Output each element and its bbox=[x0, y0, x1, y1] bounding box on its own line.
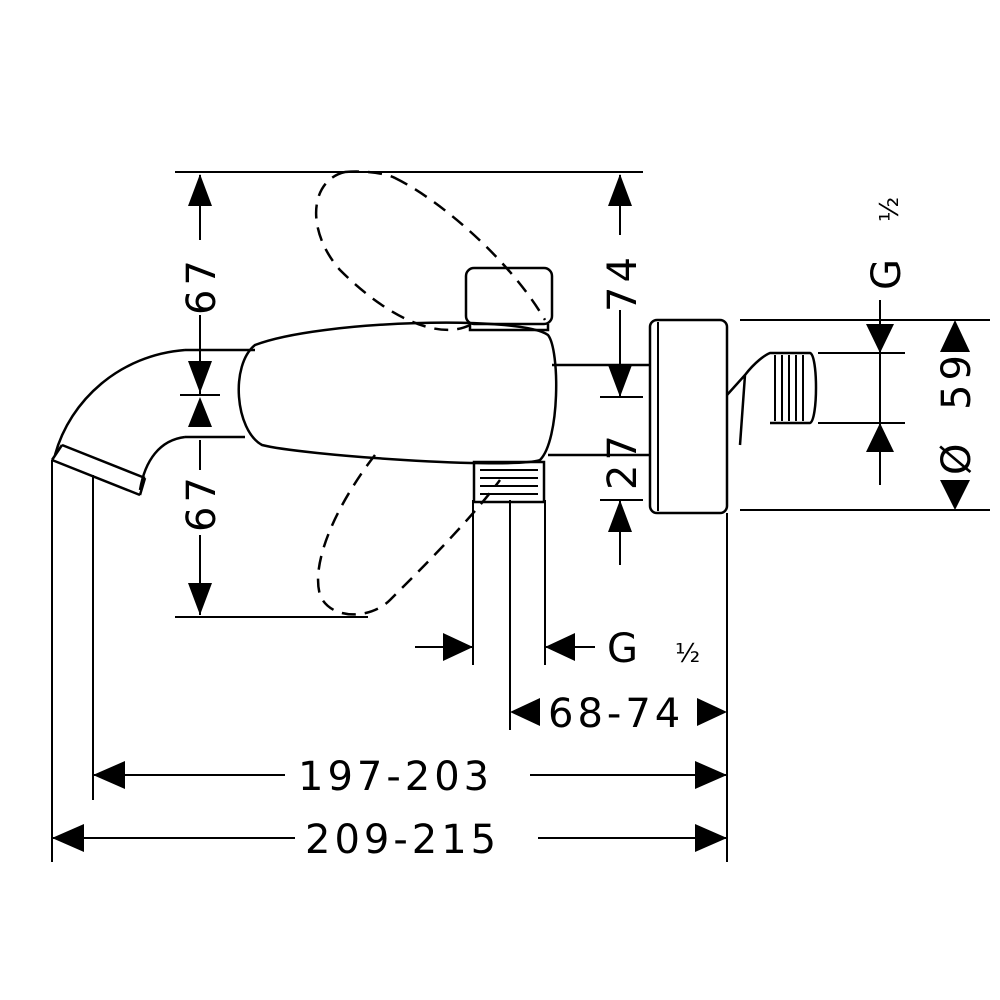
handle-position-down bbox=[316, 454, 501, 616]
diameter-symbol: Ø bbox=[934, 440, 980, 475]
thread-size-top: ½ bbox=[875, 197, 905, 222]
thread-letter-bottom: G bbox=[607, 626, 642, 672]
extension-lines bbox=[51, 171, 990, 862]
dim-27: 27 bbox=[600, 431, 646, 490]
dim-68-74: 68-74 bbox=[510, 691, 727, 737]
dim-209-215: 209-215 bbox=[52, 817, 727, 863]
dim-67-upper: 67 bbox=[179, 256, 225, 315]
dim-flange-diameter: 59 Ø bbox=[934, 320, 980, 510]
svg-text:68-74: 68-74 bbox=[548, 691, 684, 737]
dim-left: 67 67 bbox=[179, 174, 225, 615]
thread-size-bottom: ½ bbox=[675, 639, 700, 669]
svg-text:209-215: 209-215 bbox=[305, 817, 500, 863]
dim-67-lower: 67 bbox=[179, 473, 225, 532]
dim-74: 74 bbox=[600, 253, 646, 312]
dim-right: 74 27 bbox=[600, 174, 646, 565]
thread-letter-top: G bbox=[864, 255, 910, 290]
dim-197-203: 197-203 bbox=[93, 754, 727, 800]
dim-inlet-thread: G ½ bbox=[415, 626, 700, 672]
wall-flange bbox=[648, 318, 818, 515]
handle-position-up bbox=[315, 170, 547, 332]
faucet-body bbox=[50, 266, 650, 504]
dim-59: 59 bbox=[934, 351, 980, 410]
dim-outlet-thread: G ½ bbox=[864, 197, 910, 485]
svg-text:197-203: 197-203 bbox=[298, 754, 493, 800]
